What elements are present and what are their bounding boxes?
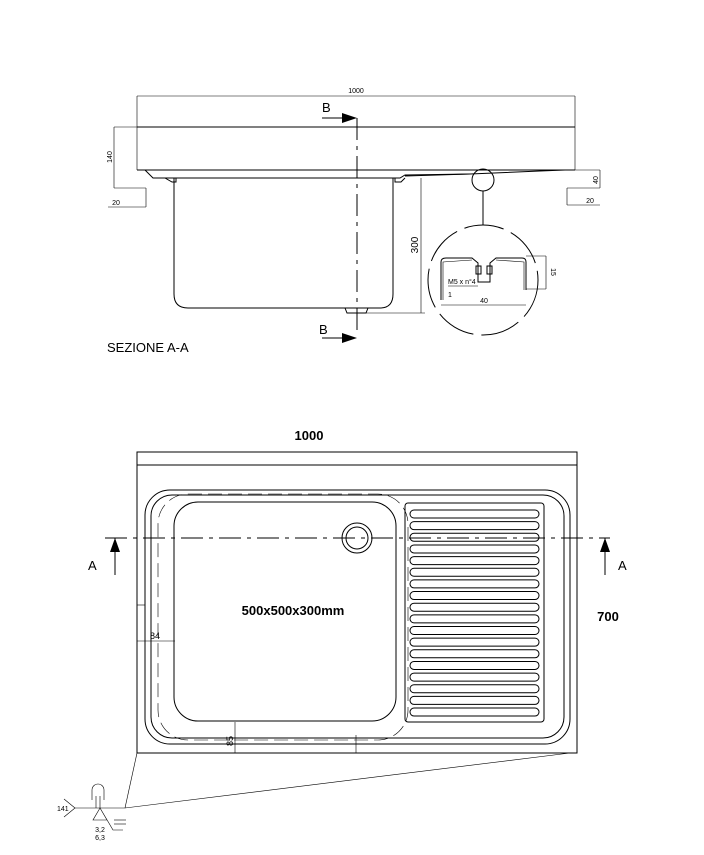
section-marker-left: A xyxy=(88,558,97,573)
drainer-slot xyxy=(409,579,540,589)
weld-process-code: 141 xyxy=(57,806,69,813)
section-height-dim: 140 xyxy=(107,151,114,163)
bowl-size-label: 500x500x300mm xyxy=(242,603,345,618)
section-arrow-bottom-icon xyxy=(342,333,357,343)
plan-depth-dim: 700 xyxy=(597,609,619,624)
right-flange-dim: 20 xyxy=(586,198,594,205)
plan-width-dim: 1000 xyxy=(295,428,324,443)
drainer xyxy=(404,502,545,723)
drainer-slot xyxy=(409,614,540,624)
drainer-slot xyxy=(409,544,540,554)
roughness-top: 3,2 xyxy=(95,827,105,834)
bottom-offset-dim: 85 xyxy=(225,736,235,746)
drainer-slot xyxy=(409,591,540,601)
detail-height-dim: 15 xyxy=(549,268,556,276)
section-marker-top: B xyxy=(322,100,331,115)
drainer-slot xyxy=(409,695,540,705)
left-flange-dim: 20 xyxy=(112,200,120,207)
drainer-slot xyxy=(409,521,540,531)
section-title: SEZIONE A-A xyxy=(107,340,189,355)
right-height-dim: 40 xyxy=(593,176,600,184)
drainer-slot xyxy=(409,567,540,577)
detail-thickness-dim: 1 xyxy=(448,292,452,299)
drainer-slots xyxy=(409,509,540,717)
section-arrow-left-icon xyxy=(110,538,120,552)
bowl-depth-dim: 300 xyxy=(410,236,421,253)
left-offset-dim: 84 xyxy=(150,631,160,641)
section-width-dim: 1000 xyxy=(348,88,364,95)
drainer-slot xyxy=(409,532,540,542)
section-marker-right: A xyxy=(618,558,627,573)
section-marker-bottom: B xyxy=(319,322,328,337)
drainer-slot xyxy=(409,637,540,647)
weld-symbol: 141 3,2 6,3 xyxy=(57,752,571,842)
drainer-slot xyxy=(409,556,540,566)
drainer-slot xyxy=(409,509,540,519)
drainer-slot xyxy=(409,602,540,612)
detail-view: 15 M5 x n°4 1 40 xyxy=(427,168,556,336)
drainer-slot xyxy=(409,626,540,635)
drainer-slot xyxy=(409,684,540,694)
section-view: 1000 140 20 40 20 300 B B SEZIONE A-A xyxy=(107,88,601,355)
drainer-slot xyxy=(409,649,540,659)
section-arrow-top-icon xyxy=(342,113,357,123)
plan-view: 1000 A A 500x500x300mm 700 84 85 xyxy=(88,428,627,754)
roughness-bottom: 6,3 xyxy=(95,835,105,842)
section-arrow-right-icon xyxy=(600,538,610,552)
drainer-slot xyxy=(409,660,540,670)
drainer-slot xyxy=(409,707,540,717)
detail-width-dim: 40 xyxy=(480,298,488,305)
screw-label: M5 x n°4 xyxy=(448,278,476,286)
drainer-slot xyxy=(409,672,540,682)
